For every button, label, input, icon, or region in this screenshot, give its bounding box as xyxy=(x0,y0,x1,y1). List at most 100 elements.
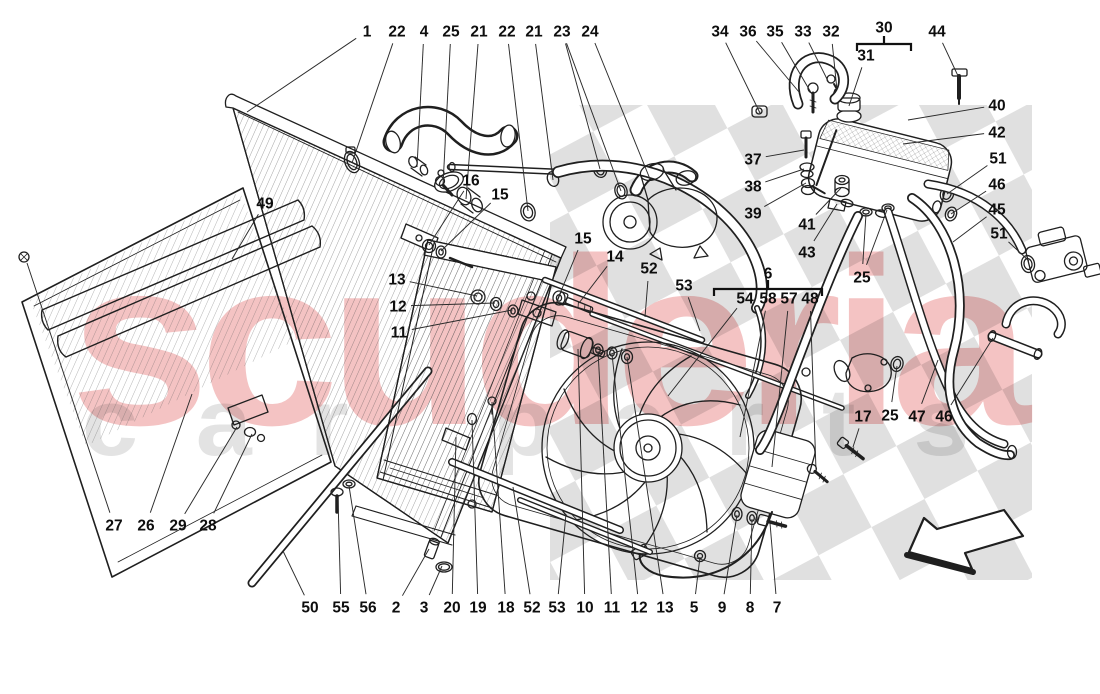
part-number-20: 20 xyxy=(443,600,460,617)
motor-screw xyxy=(806,463,829,484)
part-number-9: 9 xyxy=(718,600,727,617)
leader-line xyxy=(755,40,800,93)
expansion-tank xyxy=(751,52,1066,461)
leader-line xyxy=(695,556,701,595)
part-number-28: 28 xyxy=(199,518,217,535)
leader-line xyxy=(1008,241,1030,262)
leader-line xyxy=(950,190,987,215)
leader-line xyxy=(808,42,830,84)
part-number-5: 5 xyxy=(690,600,699,617)
leader-line xyxy=(149,393,193,513)
leader-line xyxy=(566,43,622,192)
part-number-22: 22 xyxy=(498,24,515,41)
left-air-duct xyxy=(18,187,332,578)
leader-line xyxy=(337,497,342,595)
part-number-36: 36 xyxy=(739,24,757,41)
part-number-21: 21 xyxy=(525,24,543,41)
leader-line xyxy=(852,428,860,448)
leader-line xyxy=(781,41,814,97)
part-number-11: 11 xyxy=(604,600,621,617)
leader-line xyxy=(577,348,586,595)
part-number-38: 38 xyxy=(744,179,762,196)
leader-line xyxy=(508,43,529,212)
leader-line xyxy=(451,436,457,595)
leader-line xyxy=(765,149,805,158)
leader-line xyxy=(231,213,259,260)
direction-arrow xyxy=(904,508,1025,575)
leader-line xyxy=(246,37,357,113)
leader-line xyxy=(184,426,238,515)
leader-line xyxy=(491,401,506,595)
part-number-45: 45 xyxy=(988,202,1006,219)
part-number-40: 40 xyxy=(988,98,1005,115)
part-number-23: 23 xyxy=(553,24,571,41)
front-radiator xyxy=(376,238,634,513)
leader-line xyxy=(410,302,496,307)
part-number-25: 25 xyxy=(442,24,460,41)
leader-line xyxy=(907,106,985,121)
leader-line xyxy=(578,266,608,304)
leader-line xyxy=(946,165,988,195)
part-number-1: 1 xyxy=(363,24,372,41)
upper-hoses-and-clamps xyxy=(343,105,768,399)
part-number-48: 48 xyxy=(801,291,819,308)
part-number-39: 39 xyxy=(744,206,762,223)
part-number-17: 17 xyxy=(854,409,871,426)
part-number-35: 35 xyxy=(766,24,784,41)
part-number-15: 15 xyxy=(574,231,592,248)
leader-line xyxy=(810,310,817,471)
leader-line xyxy=(950,337,994,406)
part-number-58: 58 xyxy=(759,291,777,308)
group-bracket xyxy=(855,36,913,51)
leader-line xyxy=(831,43,838,91)
part-number-51: 51 xyxy=(989,151,1007,168)
part-number-18: 18 xyxy=(497,600,515,617)
part-number-13: 13 xyxy=(656,600,674,617)
part-number-34: 34 xyxy=(711,24,729,41)
leader-line xyxy=(594,42,651,180)
part-number-29: 29 xyxy=(169,518,187,535)
hose-clamp xyxy=(343,146,361,174)
line-art xyxy=(18,52,1100,588)
thermostat-union xyxy=(833,353,904,461)
part-number-52: 52 xyxy=(640,261,657,278)
leader-lines xyxy=(26,37,1030,596)
part-number-52: 52 xyxy=(523,600,540,617)
part-number-32: 32 xyxy=(822,24,839,41)
leader-line xyxy=(626,356,664,595)
leader-line xyxy=(428,565,443,596)
part-number-25: 25 xyxy=(853,270,871,287)
leader-line xyxy=(723,514,738,595)
part-number-16: 16 xyxy=(462,173,480,190)
part-number-30: 30 xyxy=(875,20,892,37)
part-number-26: 26 xyxy=(137,518,155,535)
part-number-53: 53 xyxy=(548,600,566,617)
part-number-11: 11 xyxy=(391,325,408,342)
leader-line xyxy=(282,550,305,596)
part-number-2: 2 xyxy=(392,600,401,617)
thermostat-screw xyxy=(836,436,865,461)
leader-line xyxy=(348,485,367,595)
part-number-53: 53 xyxy=(675,278,693,295)
part-number-50: 50 xyxy=(301,600,318,617)
part-number-46: 46 xyxy=(935,409,953,426)
leader-line xyxy=(213,433,253,514)
part-number-12: 12 xyxy=(389,299,406,316)
part-number-7: 7 xyxy=(773,600,782,617)
leader-line xyxy=(813,203,838,242)
leader-line xyxy=(771,310,789,468)
part-number-47: 47 xyxy=(908,409,925,426)
leader-line xyxy=(862,213,867,265)
part-number-12: 12 xyxy=(630,600,647,617)
leader-line xyxy=(401,548,430,596)
leader-line xyxy=(815,187,842,215)
part-number-41: 41 xyxy=(798,217,816,234)
leader-line xyxy=(416,43,424,168)
part-number-51: 51 xyxy=(990,226,1008,243)
cooling-fan xyxy=(545,348,748,551)
water-pump xyxy=(602,162,718,261)
leader-line xyxy=(942,42,960,79)
duct-screw xyxy=(18,251,30,263)
part-number-3: 3 xyxy=(420,600,429,617)
